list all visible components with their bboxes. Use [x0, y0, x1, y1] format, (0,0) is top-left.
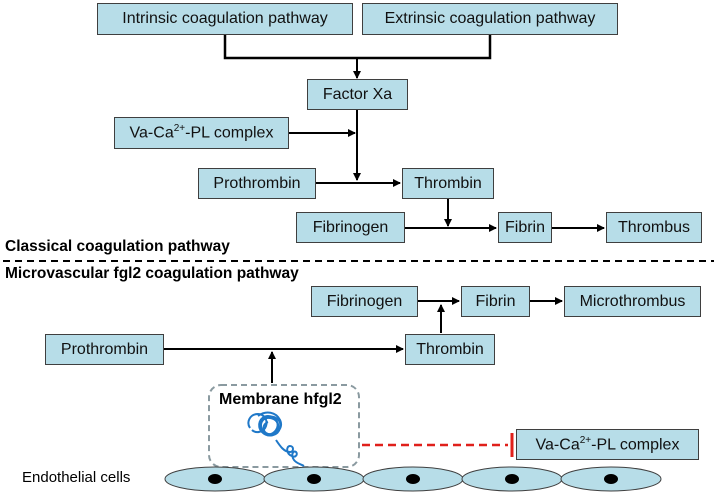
micro-fibrinogen-label: Fibrinogen [326, 292, 403, 310]
hfgl2-protein-icon [247, 411, 305, 467]
intrinsic-merge-line [223, 34, 492, 60]
micro-complex-box: Va-Ca2+-PL complex [516, 429, 699, 460]
fibrin-box: Fibrin [498, 212, 552, 243]
micro-prothrombin-box: Prothrombin [45, 334, 164, 365]
fibrinogen-label: Fibrinogen [312, 218, 389, 236]
microthrombus-label: Microthrombus [579, 292, 686, 310]
endothelial-cell-nucleus [604, 474, 618, 484]
endothelial-cell-nucleus [505, 474, 519, 484]
complex-label: Va-Ca2+-PL complex [129, 123, 274, 142]
membrane-hfgl2-frame [208, 384, 360, 468]
factor-xa-label: Factor Xa [322, 85, 393, 103]
intrinsic-pathway-label: Intrinsic coagulation pathway [122, 10, 328, 27]
prothrombin-label: Prothrombin [213, 174, 301, 192]
endothelial-cells-label: Endothelial cells [22, 469, 131, 486]
micro-fibrin-box: Fibrin [461, 286, 530, 317]
membrane-hfgl2-label: Membrane hfgl2 [219, 391, 342, 408]
endothelial-cell-nucleus [307, 474, 321, 484]
microthrombus-box: Microthrombus [564, 286, 701, 317]
micro-complex-label: Va-Ca2+-PL complex [535, 434, 680, 454]
microvascular-section-label: Microvascular fgl2 coagulation pathway [5, 265, 299, 282]
prothrombin-box: Prothrombin [198, 168, 316, 199]
thrombus-box: Thrombus [606, 212, 702, 243]
endothelial-cell-nucleus [406, 474, 420, 484]
classical-section-label: Classical coagulation pathway [5, 238, 230, 255]
fibrinogen-box: Fibrinogen [296, 212, 405, 243]
fibrin-label: Fibrin [504, 218, 545, 236]
micro-prothrombin-label: Prothrombin [60, 340, 149, 358]
extrinsic-pathway-label: Extrinsic coagulation pathway [384, 10, 596, 27]
micro-thrombin-box: Thrombin [405, 334, 495, 365]
endothelial-cell-nucleus [208, 474, 222, 484]
micro-fibrin-label: Fibrin [475, 292, 516, 310]
thrombin-label: Thrombin [414, 174, 482, 192]
factor-xa-box: Factor Xa [307, 79, 408, 110]
extrinsic-pathway-box: Extrinsic coagulation pathway [362, 3, 618, 35]
micro-fibrinogen-box: Fibrinogen [311, 286, 418, 317]
complex-box: Va-Ca2+-PL complex [114, 117, 289, 149]
endothelial-cell-row [164, 466, 662, 492]
thrombin-box: Thrombin [402, 168, 494, 199]
micro-thrombin-label: Thrombin [416, 340, 484, 358]
thrombus-label: Thrombus [617, 218, 691, 236]
intrinsic-pathway-box: Intrinsic coagulation pathway [97, 3, 353, 35]
